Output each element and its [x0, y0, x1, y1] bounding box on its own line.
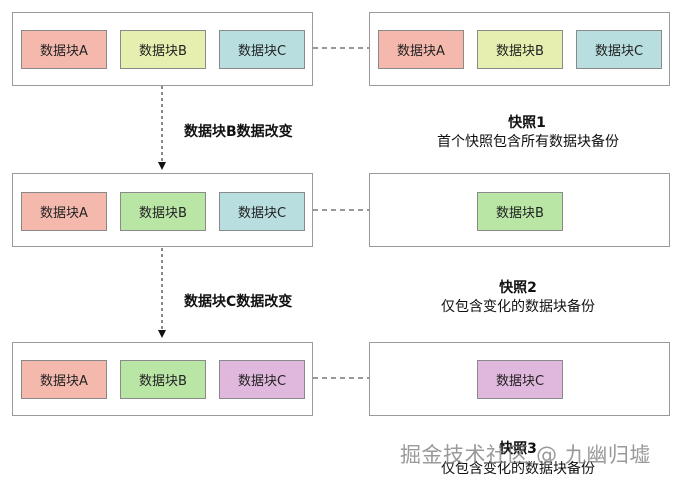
snapshot-1-desc: 首个快照包含所有数据块备份: [437, 134, 619, 150]
block-b-changed: 数据块B: [120, 192, 206, 231]
block-a: 数据块A: [21, 192, 107, 231]
block-c: 数据块C: [219, 30, 305, 69]
snapshot-1-title: 快照1: [508, 115, 546, 131]
snapshot-2-title: 快照2: [499, 280, 537, 296]
block-b-changed: 数据块B: [120, 360, 206, 399]
change-label-c: 数据块C数据改变: [184, 294, 293, 310]
snapshot-2-desc: 仅包含变化的数据块备份: [441, 299, 595, 315]
snapshot-1-block-b: 数据块B: [477, 30, 563, 69]
disk-state-3: 数据块A 数据块B 数据块C: [12, 342, 313, 416]
block-c: 数据块C: [219, 192, 305, 231]
block-a: 数据块A: [21, 360, 107, 399]
snapshot-1-block-a: 数据块A: [378, 30, 464, 69]
snapshot-1-block-c: 数据块C: [576, 30, 662, 69]
block-a: 数据块A: [21, 30, 107, 69]
block-c-changed: 数据块C: [219, 360, 305, 399]
snapshot-3-block-c: 数据块C: [477, 360, 563, 399]
snapshot-1-box: 数据块A 数据块B 数据块C: [369, 12, 670, 86]
block-b: 数据块B: [120, 30, 206, 69]
snapshot-2-box: 数据块B: [369, 173, 670, 247]
disk-state-1: 数据块A 数据块B 数据块C: [12, 12, 313, 86]
change-label-b: 数据块B数据改变: [184, 124, 293, 140]
snapshot-2-block-b: 数据块B: [477, 192, 563, 231]
snapshot-3-title: 快照3: [499, 441, 537, 457]
snapshot-3-desc: 仅包含变化的数据块备份: [441, 461, 595, 477]
disk-state-2: 数据块A 数据块B 数据块C: [12, 173, 313, 247]
snapshot-3-box: 数据块C: [369, 342, 670, 416]
watermark: 掘金技术社区 @ 九幽归墟: [400, 443, 651, 467]
